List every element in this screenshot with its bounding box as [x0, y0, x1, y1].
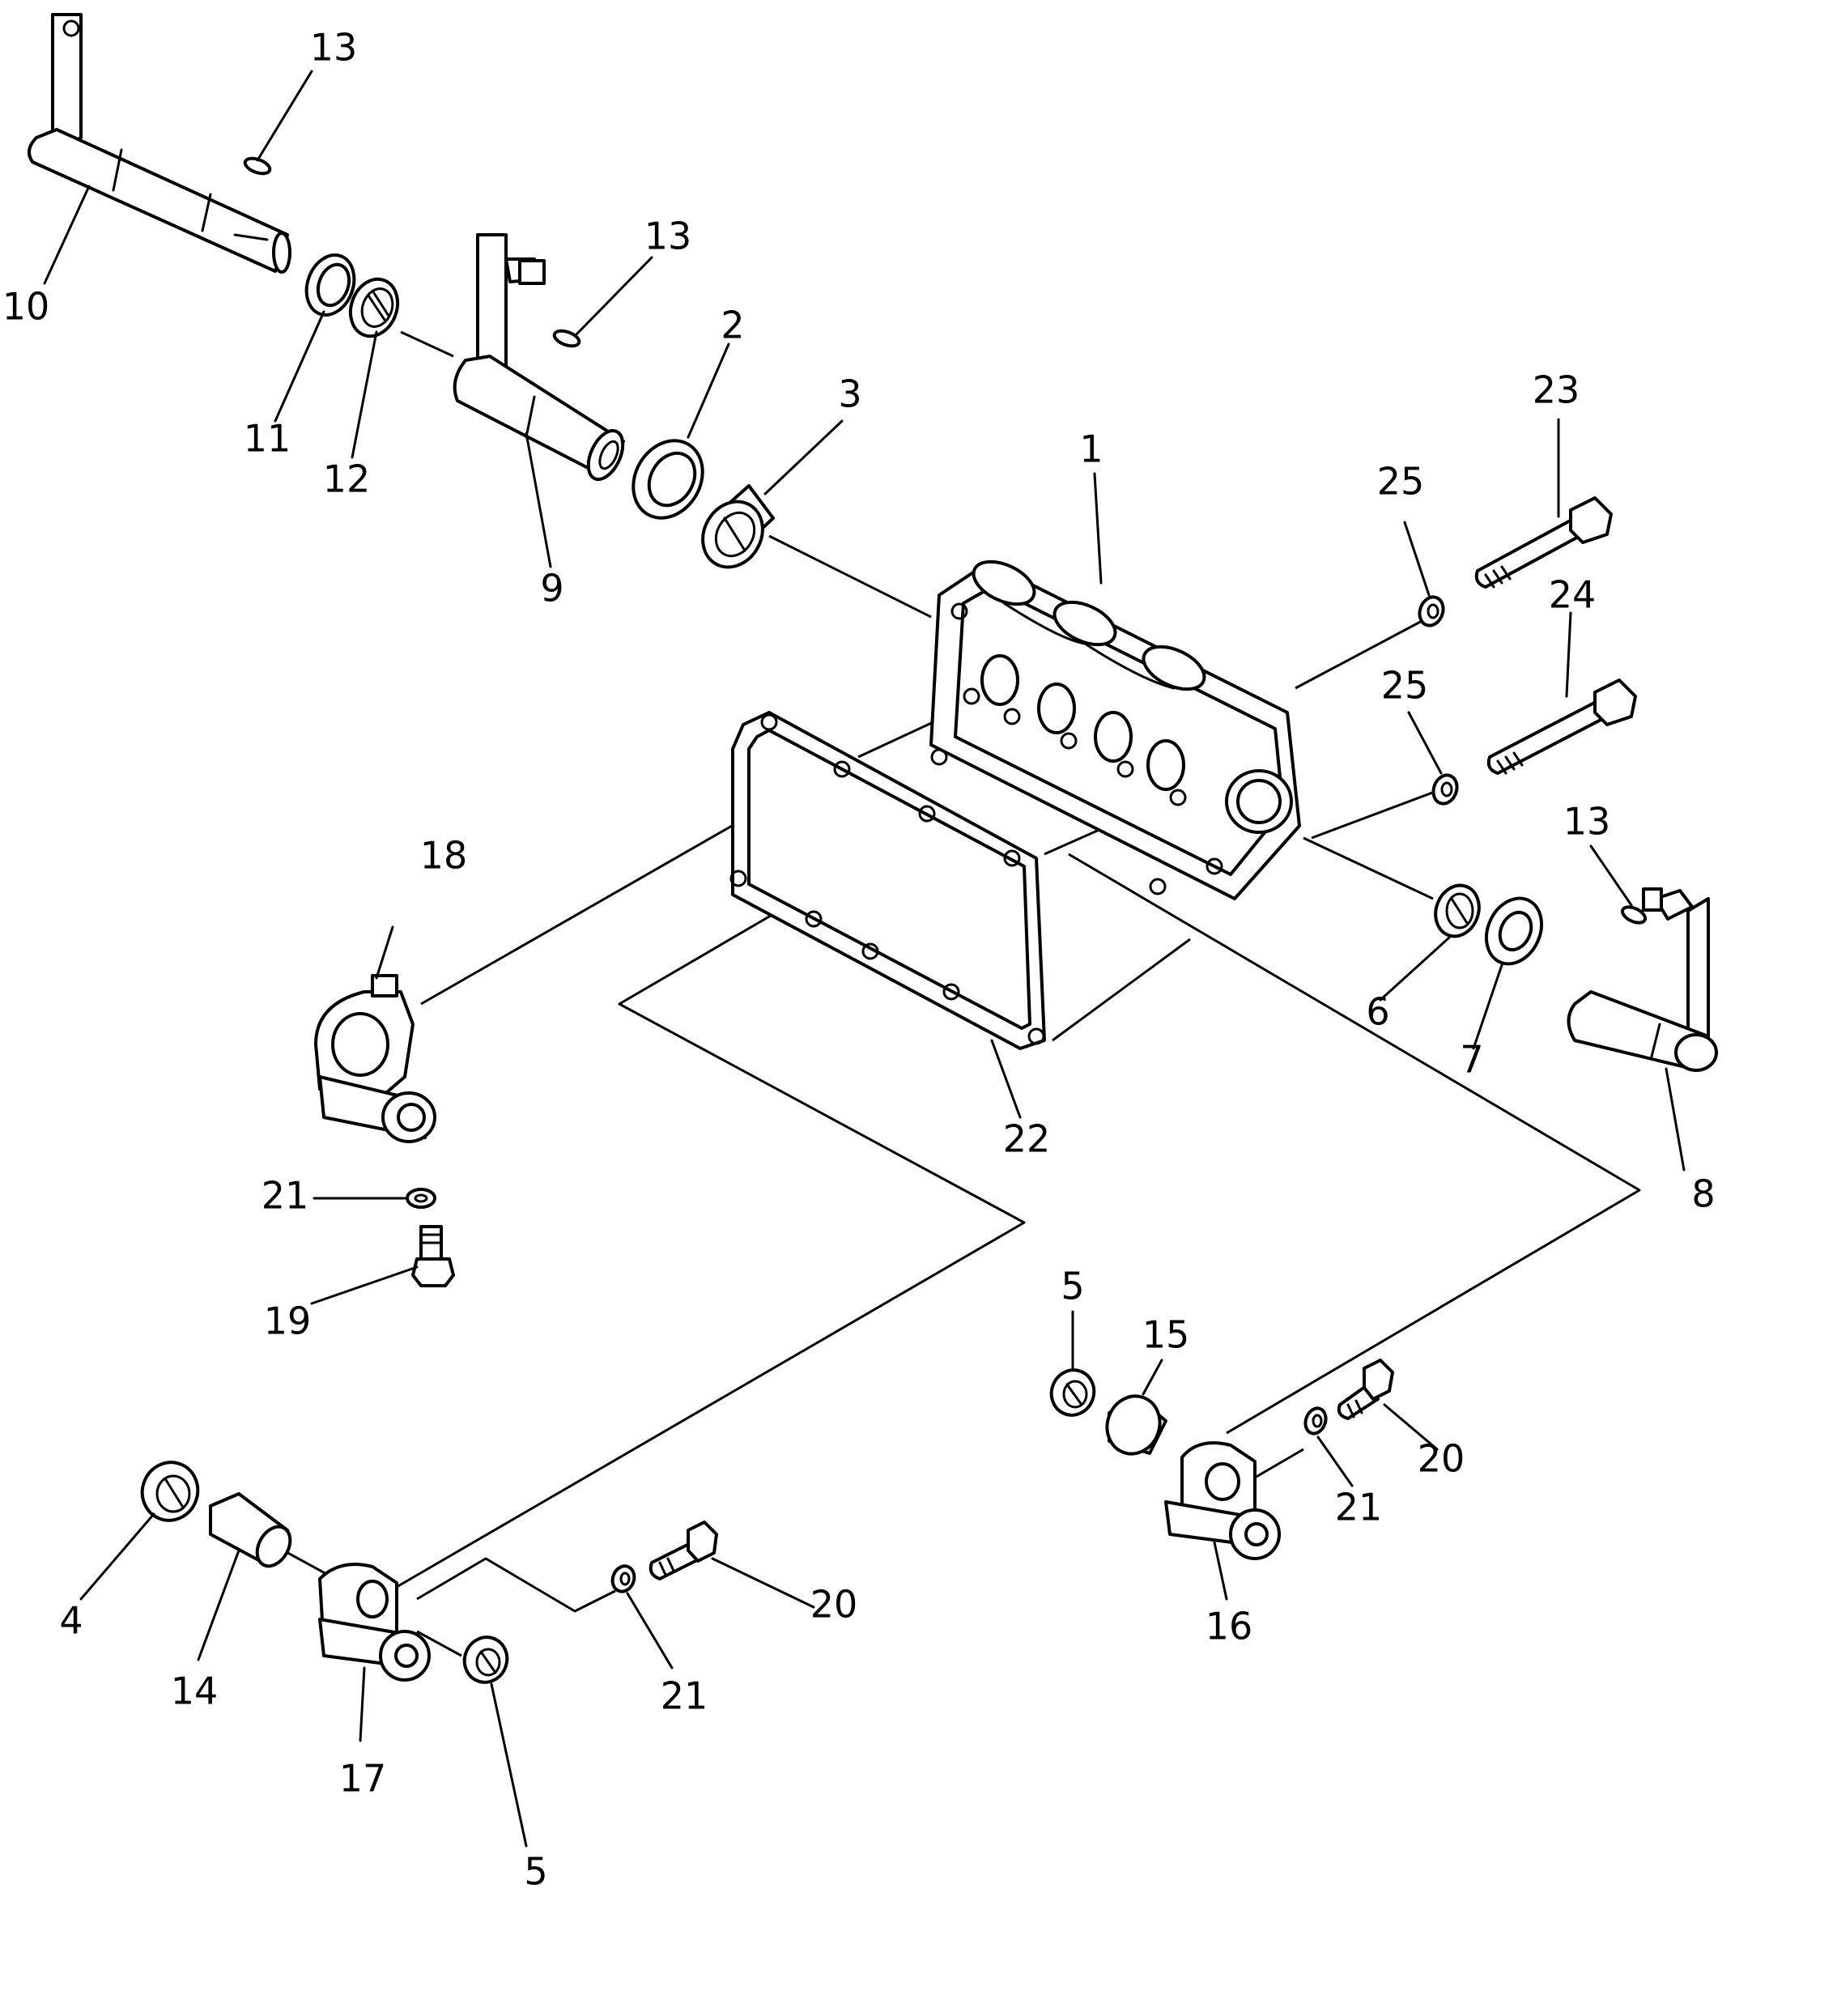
assembly-lines: [283, 330, 1641, 1657]
part-7-seal: [1484, 896, 1544, 966]
callout-1: 1: [1079, 427, 1103, 471]
part-19-bolt: [411, 1225, 455, 1287]
callout-8: 8: [1691, 1172, 1715, 1216]
part-9-lever-shaft: [453, 233, 625, 481]
part-13-key-mid: [552, 329, 581, 348]
callout-5-mid: 5: [1061, 1265, 1084, 1308]
part-10-lever-shaft: [28, 13, 291, 274]
part-20-bolt-right: [1337, 1359, 1394, 1420]
part-13-key-top: [243, 156, 272, 176]
part-17-shift-fork: [318, 1563, 431, 1682]
callout-11: 11: [244, 417, 291, 461]
callout-15: 15: [1142, 1313, 1190, 1357]
part-5-needle-bearing-lower: [462, 1635, 509, 1684]
callout-19: 19: [264, 1299, 312, 1343]
part-6-needle-bearing: [1434, 883, 1481, 938]
part-21-washer-lower: [610, 1564, 636, 1593]
part-13-key-right: [1620, 905, 1648, 925]
callout-18: 18: [420, 834, 468, 878]
callout-10: 10: [2, 285, 50, 329]
part-22-gasket: [729, 711, 1046, 1050]
callout-17: 17: [339, 1757, 387, 1801]
callout-6: 6: [1366, 990, 1389, 1034]
part-14-sleeve: [209, 1492, 292, 1568]
callout-21-lower: 21: [661, 1674, 708, 1718]
part-8-lever-shaft: [1567, 887, 1718, 1072]
callout-2: 2: [721, 304, 744, 347]
callout-24: 24: [1549, 573, 1597, 617]
callout-22: 22: [1003, 1117, 1051, 1161]
callout-labels: 13 10 11 12 13 2 3 9 1 25 23 24 25 13 6 …: [2, 26, 1716, 1894]
callout-23: 23: [1533, 368, 1580, 412]
callout-5-lower: 5: [524, 1850, 547, 1894]
part-5-needle-bearing-mid: [1049, 1368, 1096, 1417]
callout-20-right: 20: [1418, 1437, 1465, 1481]
part-24-bolt: [1486, 678, 1637, 775]
callout-13-top: 13: [310, 26, 358, 70]
leader-lines: [43, 70, 1686, 1848]
callout-14: 14: [171, 1669, 219, 1713]
part-21-washer-left: [406, 1188, 436, 1209]
part-20-bolt-lower: [648, 1521, 718, 1580]
callout-7: 7: [1460, 1038, 1483, 1082]
part-16-shift-fork: [1164, 1441, 1281, 1560]
callout-13-right: 13: [1563, 800, 1611, 844]
part-23-bolt: [1474, 496, 1613, 589]
callout-21-left: 21: [262, 1174, 309, 1218]
part-21-washer-right: [1303, 1406, 1328, 1435]
part-25-washer-lower: [1431, 773, 1459, 806]
part-12-needle-bearing: [348, 277, 400, 338]
callout-16: 16: [1206, 1605, 1253, 1648]
part-4-needle-bearing: [140, 1461, 200, 1522]
callout-20-lower: 20: [810, 1583, 858, 1627]
part-18-shift-fork: [314, 974, 436, 1143]
callout-9: 9: [540, 567, 563, 610]
part-25-washer-upper: [1418, 595, 1445, 627]
part-3-needle-bearing: [701, 484, 775, 569]
callout-21-right: 21: [1335, 1486, 1383, 1529]
callout-25-upper: 25: [1377, 460, 1425, 504]
part-15-sleeve: [1105, 1394, 1167, 1456]
callout-4: 4: [59, 1599, 83, 1643]
part-2-bearing: [631, 439, 704, 520]
callout-25-lower: 25: [1381, 664, 1429, 708]
part-1-housing: [929, 559, 1301, 900]
callout-13-mid: 13: [644, 215, 692, 258]
callout-3: 3: [838, 372, 861, 416]
callout-12: 12: [323, 457, 371, 501]
part-11-bearing: [304, 253, 356, 317]
